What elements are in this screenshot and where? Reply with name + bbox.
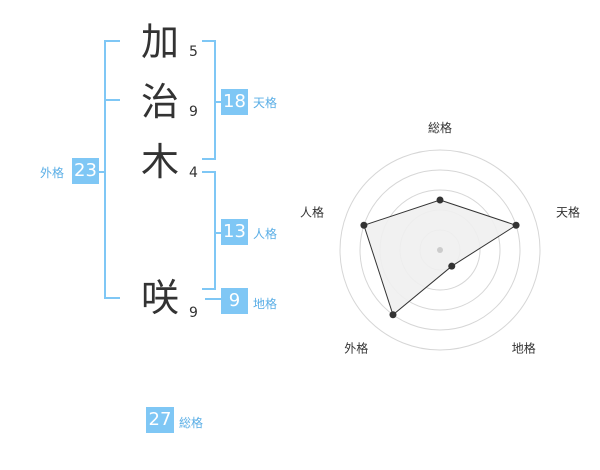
name-char-3: 木 bbox=[140, 140, 179, 184]
radar-axis-label-5: 人格 bbox=[300, 204, 324, 219]
name-char-2: 治 bbox=[140, 80, 179, 124]
stroke-count-3: 4 bbox=[189, 165, 198, 181]
jinkaku-bracket-vertical bbox=[214, 171, 216, 290]
chikaku-label: 地格 bbox=[253, 297, 278, 311]
jinkaku-bracket-connector bbox=[214, 232, 222, 234]
gaikaku-bracket-vertical bbox=[104, 40, 106, 299]
stroke-count-4: 9 bbox=[189, 305, 198, 321]
radar-center-dot bbox=[437, 247, 443, 253]
stroke-count-1: 5 bbox=[189, 44, 198, 60]
gaikaku-score-box: 23 bbox=[72, 158, 99, 184]
name-char-4: 咲 bbox=[140, 276, 179, 320]
radar-point-1 bbox=[436, 196, 444, 204]
chikaku-connector bbox=[205, 298, 222, 300]
tenkaku-bracket-bottom-tick bbox=[202, 158, 216, 160]
gaikaku-bracket-bottom-tick bbox=[104, 297, 120, 299]
radar-points bbox=[360, 196, 520, 319]
jinkaku-score-box: 13 bbox=[221, 219, 248, 245]
tenkaku-score-box: 18 bbox=[221, 89, 248, 115]
jinkaku-bracket-bottom-tick bbox=[202, 288, 216, 290]
radar-axis-label-3: 地格 bbox=[512, 341, 536, 356]
radar-ring-5 bbox=[339, 149, 541, 351]
chikaku-score-box: 9 bbox=[221, 288, 248, 314]
radar-point-2 bbox=[512, 221, 520, 229]
gaikaku-bracket-top-tick bbox=[104, 40, 120, 42]
gaikaku-label: 外格 bbox=[40, 166, 65, 180]
gaikaku-bracket-connector bbox=[98, 171, 106, 173]
tenkaku-bracket-top-tick bbox=[202, 40, 216, 42]
radar-axis-label-1: 総格 bbox=[428, 120, 452, 135]
radar-point-4 bbox=[389, 311, 397, 319]
radar-polygon bbox=[363, 199, 518, 316]
soukaku-label: 総格 bbox=[179, 416, 204, 430]
radar-axis-label-4: 外格 bbox=[344, 341, 368, 356]
radar-axis-label-2: 天格 bbox=[556, 204, 580, 219]
tenkaku-label: 天格 bbox=[253, 96, 278, 110]
tenkaku-bracket-connector bbox=[214, 101, 222, 103]
jinkaku-label: 人格 bbox=[253, 227, 278, 241]
jinkaku-bracket-top-tick bbox=[202, 171, 216, 173]
soukaku-score-box: 27 bbox=[146, 407, 174, 433]
tenkaku-bracket-vertical bbox=[214, 40, 216, 160]
name-char-1: 加 bbox=[140, 20, 179, 64]
radar-point-5 bbox=[360, 221, 368, 229]
radar-ring-4 bbox=[359, 169, 521, 331]
stroke-count-2: 9 bbox=[189, 104, 198, 120]
gaikaku-bracket-mid-tick bbox=[104, 99, 120, 101]
radar-point-3 bbox=[448, 262, 456, 270]
